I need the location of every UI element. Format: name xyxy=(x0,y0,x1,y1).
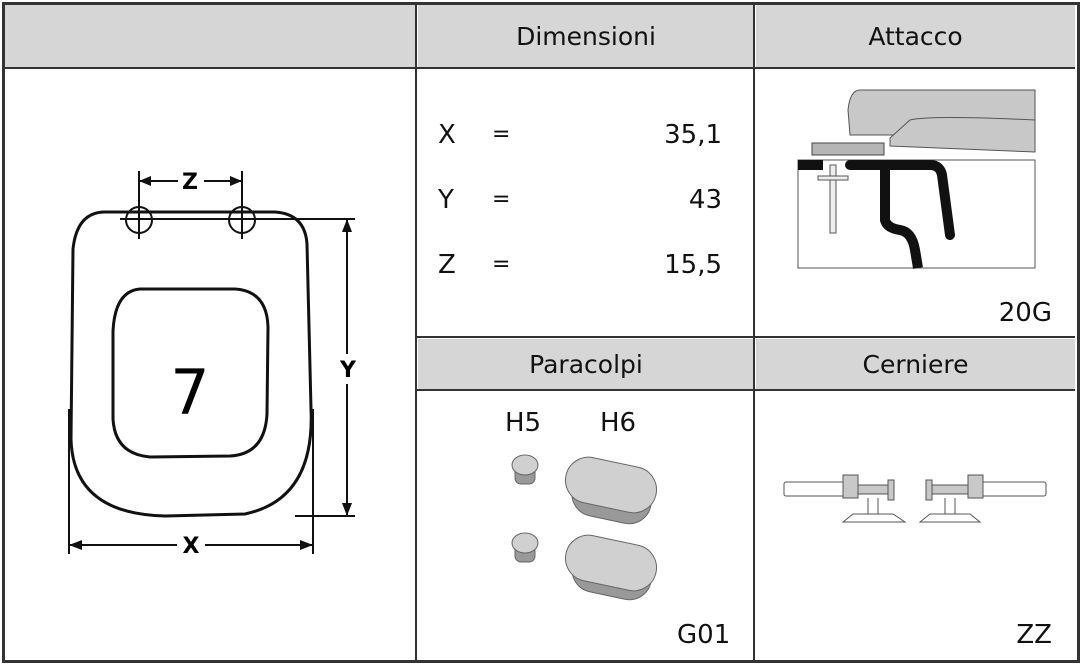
hinges-illustration xyxy=(783,474,1047,523)
dim-label: X xyxy=(438,120,456,150)
dim-eq: = xyxy=(492,187,511,212)
divider xyxy=(415,5,417,660)
dim-value: 35,1 xyxy=(664,120,722,150)
divider xyxy=(417,389,1075,391)
attacco-code: 20G xyxy=(998,298,1052,328)
header-empty xyxy=(5,5,416,68)
bumper-h5 xyxy=(511,454,539,485)
header-dimensioni: Dimensioni xyxy=(418,5,754,68)
dim-eq: = xyxy=(492,122,511,147)
divider xyxy=(753,5,755,660)
label-z: Z xyxy=(182,170,198,195)
dim-value: 15,5 xyxy=(664,250,722,280)
bumper-h5 xyxy=(511,532,539,563)
header-paracolpi: Paracolpi xyxy=(418,339,754,390)
dim-eq: = xyxy=(492,252,511,277)
label-x: X xyxy=(183,534,200,559)
divider xyxy=(5,67,1075,69)
bumper-h6 xyxy=(565,456,657,525)
bumper-h6 xyxy=(565,534,657,601)
hinge-left xyxy=(783,474,907,523)
paracolpi-type-h5: H5 xyxy=(505,408,542,438)
dim-value: 43 xyxy=(688,185,722,215)
seat-model-number: 7 xyxy=(170,356,209,429)
label-y: Y xyxy=(339,358,357,383)
header-cerniere: Cerniere xyxy=(756,339,1075,390)
bumpers-illustration xyxy=(511,454,657,601)
cerniere-code: ZZ xyxy=(1016,620,1052,650)
dim-label: Y xyxy=(438,185,454,215)
dim-label: Z xyxy=(438,250,456,280)
divider xyxy=(417,336,1075,338)
seat-diagram: 7 Z Y X xyxy=(68,169,358,559)
hinge-right xyxy=(918,474,1047,523)
paracolpi-code: G01 xyxy=(677,620,731,650)
attacco-fixing-illustration xyxy=(797,89,1036,269)
paracolpi-type-h6: H6 xyxy=(600,408,637,438)
header-attacco: Attacco xyxy=(756,5,1075,68)
